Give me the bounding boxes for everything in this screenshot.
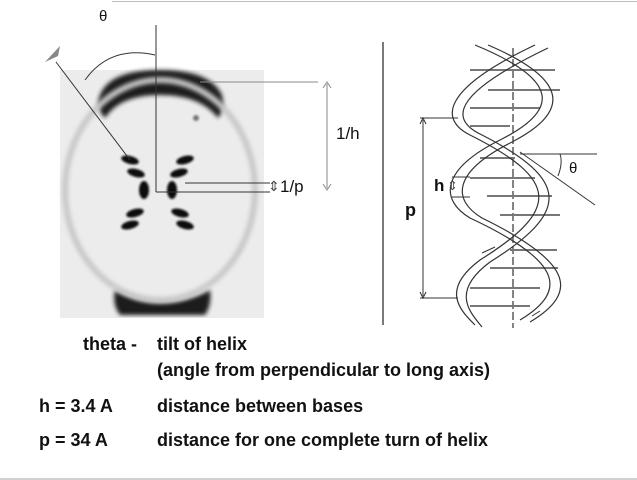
top-border <box>112 1 637 2</box>
helix-p-label: p <box>405 200 416 220</box>
dna-helix-drawing <box>419 44 597 328</box>
inv-h-label: 1/h <box>336 124 360 143</box>
inv-p-label: 1/p <box>280 177 304 196</box>
legend-term-h: h = 3.4 A <box>39 396 113 416</box>
legend-desc-theta-detail: (angle from perpendicular to long axis) <box>157 360 491 380</box>
xray-diffraction-photo <box>60 70 264 318</box>
legend-desc-theta: tilt of helix <box>157 334 247 354</box>
helix-h-label: h <box>434 176 445 195</box>
diffraction-theta-label: θ <box>99 8 108 25</box>
inv-p-arrow-icon: ⇕ <box>268 178 280 194</box>
legend-desc-p: distance for one complete turn of helix <box>157 430 489 450</box>
legend-term-theta: theta - <box>83 334 137 354</box>
bottom-border <box>0 478 637 480</box>
legend-desc-h: distance between bases <box>157 396 364 416</box>
helix-h-arrow-icon: ⇕ <box>447 178 458 193</box>
helix-theta-label: θ <box>569 160 578 177</box>
legend-term-p: p = 34 A <box>39 430 108 450</box>
